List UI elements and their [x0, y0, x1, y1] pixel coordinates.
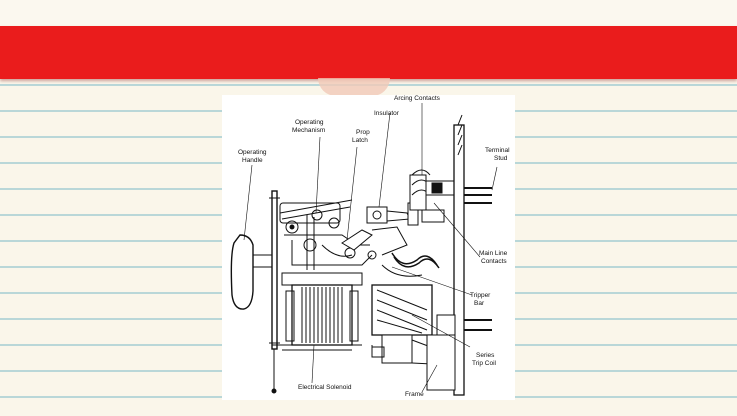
label-main-line-contacts-1: Main Line	[479, 250, 508, 257]
label-operating-mechanism-2: Mechanism	[292, 127, 325, 134]
label-prop-latch-2: Latch	[352, 137, 368, 144]
label-insulator: Insulator	[374, 110, 400, 117]
label-operating-handle-2: Handle	[242, 157, 263, 164]
back-plate	[453, 124, 465, 396]
label-terminal-stud-1: Terminal	[485, 147, 510, 154]
circuit-breaker-diagram: Arcing Contacts Insulator Operating Mech…	[222, 95, 515, 400]
frame-shape	[426, 334, 456, 391]
label-tripper-bar-1: Tripper	[470, 292, 491, 299]
diagram-svg: Arcing Contacts Insulator Operating Mech…	[230, 95, 510, 398]
operating-handle-shape	[230, 234, 254, 310]
front-panel	[271, 190, 278, 350]
label-terminal-stud-2: Stud	[494, 155, 508, 162]
label-operating-handle-1: Operating	[238, 149, 267, 156]
tab-decoration	[318, 78, 390, 96]
top-strip	[0, 0, 737, 26]
label-series-trip-coil-1: Series	[476, 352, 495, 359]
label-tripper-bar-2: Bar	[474, 300, 485, 307]
title-band	[0, 26, 737, 79]
label-electrical-solenoid: Electrical Solenoid	[298, 384, 352, 391]
leader-lines	[243, 103, 498, 393]
label-arcing-contacts: Arcing Contacts	[394, 95, 441, 102]
label-prop-latch-1: Prop	[356, 129, 370, 136]
label-frame: Frame	[405, 391, 424, 398]
label-operating-mechanism-1: Operating	[295, 119, 324, 126]
label-series-trip-coil-2: Trip Coil	[472, 360, 497, 367]
breaker-drawing	[230, 114, 492, 396]
label-main-line-contacts-2: Contacts	[481, 258, 507, 265]
